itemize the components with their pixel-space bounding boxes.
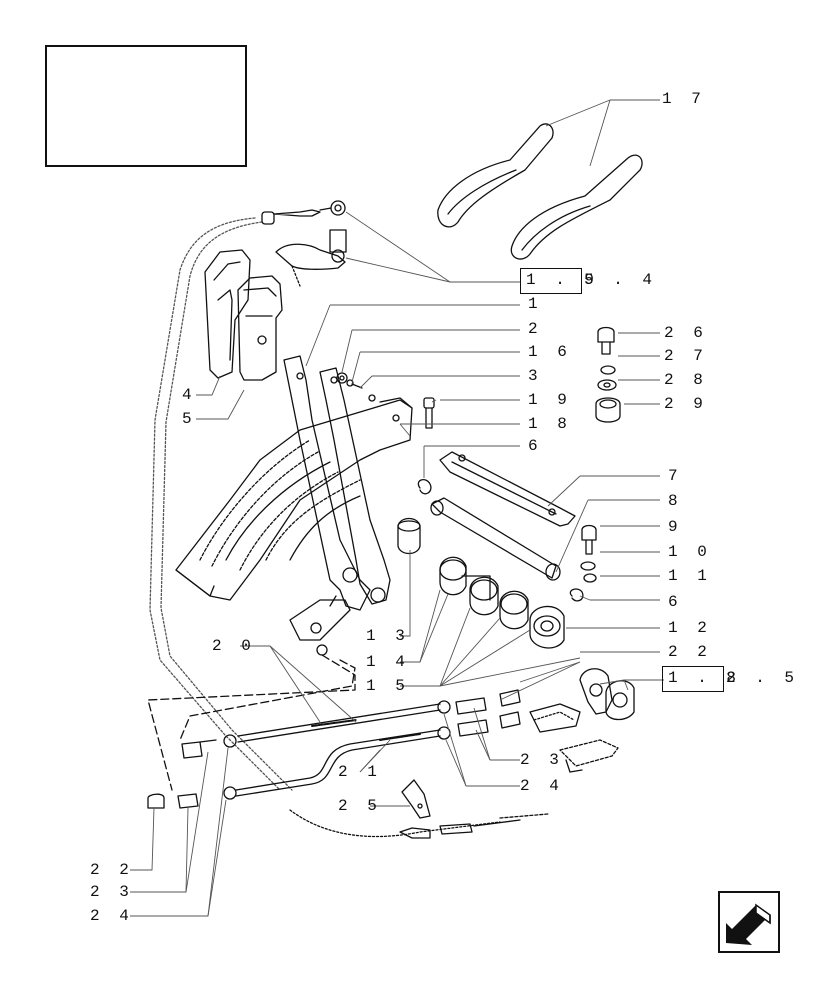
callout-28: 2 8 [664,371,708,389]
bolt-26 [597,326,615,355]
gate-housing [175,394,413,601]
previous-page-button[interactable] [718,891,780,953]
cable-dotted-outline [149,217,281,791]
callout-5: 5 [182,410,197,428]
callout-8: 8 [668,492,683,510]
callout-7: 7 [668,467,683,485]
latch-bracket [275,229,347,287]
callout-12: 1 2 [668,619,712,637]
callout-6-bottom: 6 [668,593,683,611]
location-thumbnail [45,45,247,167]
callout-23-right: 2 3 [520,751,564,769]
dashed-guide [147,654,356,791]
callout-4: 4 [182,386,197,404]
cover-4 [204,249,251,379]
callout-22-right: 2 2 [668,643,712,661]
rod-fittings-right [437,689,521,740]
callout-2: 2 [528,320,543,338]
bolt-19 [423,397,435,429]
shaft-8 [430,497,561,581]
washer-11 [583,573,597,583]
callout-26: 2 6 [664,324,708,342]
clip-6-right [569,588,584,602]
rod-20 [237,703,441,743]
callout-13: 1 3 [366,627,410,645]
bracket-25 [401,779,431,819]
roller-set-14 [439,556,565,649]
cable-end-top [261,200,346,225]
bolt-9 [581,524,597,555]
callout-6-top: 6 [528,437,543,455]
lever-1 [283,355,391,611]
ref-1-9-boxed[interactable]: 1 . 9 [526,271,600,289]
cable-lower [289,809,549,839]
callout-29: 2 9 [664,395,708,413]
clip-6-left [417,478,432,495]
washer-28 [597,379,617,391]
callout-15: 1 5 [366,677,410,695]
linkage-right [529,668,635,773]
callout-19: 1 9 [528,391,572,409]
callout-16: 1 6 [528,343,572,361]
ref-1-8-boxed[interactable]: 1 . 8 [668,669,742,687]
callout-9: 9 [668,518,683,536]
callout-20: 2 0 [212,637,256,655]
callout-27: 2 7 [664,347,708,365]
cover-5 [237,275,283,381]
pin-2 [336,372,348,384]
bushing-13 [397,517,421,555]
callout-1: 1 [528,295,543,313]
callout-22-left: 2 2 [90,861,134,879]
callout-17: 1 7 [662,90,706,108]
grip-17b [510,154,643,260]
callout-21: 2 1 [338,763,382,781]
shift-arm [289,595,351,656]
callout-18: 1 8 [528,415,572,433]
callout-24-left: 2 4 [90,907,134,925]
rod-fittings-left [147,734,237,809]
bushing-29 [595,397,621,423]
callout-25: 2 5 [338,797,382,815]
previous-page-arrow-icon [726,903,771,945]
pin-16 [346,379,363,389]
ref-box-1-9[interactable] [520,268,582,294]
guide-rail-7 [439,451,576,527]
washer-10 [580,561,596,571]
callout-3: 3 [528,367,543,385]
ref-box-1-8[interactable] [662,666,724,692]
callout-24-right: 2 4 [520,777,564,795]
callout-11: 1 1 [668,567,712,585]
callout-10: 1 0 [668,543,712,561]
callout-14: 1 4 [366,653,410,671]
rod-21 [235,729,441,797]
ref-1-8-suffix: 2 . 5 [726,669,800,687]
ref-1-9-suffix: 5 . 4 [584,271,658,289]
grip-17a [437,123,554,228]
washer-27 [600,365,616,375]
callout-23-left: 2 3 [90,883,134,901]
